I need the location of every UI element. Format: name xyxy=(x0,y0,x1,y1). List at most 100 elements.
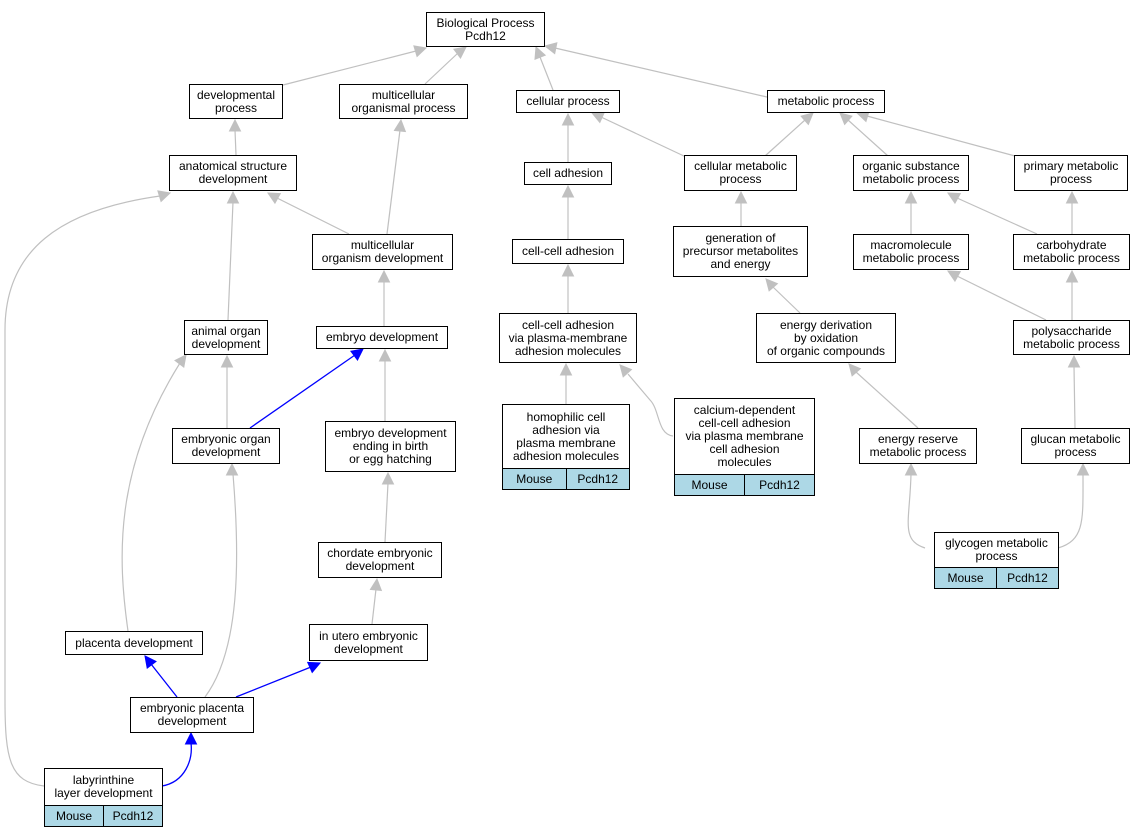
edge-arrowhead xyxy=(1065,190,1079,204)
edge-arrowhead xyxy=(220,354,234,368)
node-cellular-metabolic-process[interactable]: cellular metabolic process xyxy=(684,155,797,191)
node-polysaccharide-metabolic-process[interactable]: polysaccharide metabolic process xyxy=(1013,320,1130,355)
annotation-gene: Pcdh12 xyxy=(996,568,1058,588)
node-label: placenta development xyxy=(75,635,193,650)
edge-line xyxy=(866,115,1016,157)
edge-arrowhead xyxy=(947,270,962,283)
node-multicellular-organism-development[interactable]: multicellular organism development xyxy=(312,234,453,270)
edge-line xyxy=(150,663,178,698)
node-multicellular-organismal-process[interactable]: multicellular organismal process xyxy=(339,84,468,119)
edge-arrowhead xyxy=(381,471,395,485)
edge-arrowhead xyxy=(765,278,779,292)
edge-line xyxy=(249,354,356,429)
annotation-row: Mouse Pcdh12 xyxy=(45,805,162,826)
node-label: energy reserve metabolic process xyxy=(869,432,967,459)
node-label: primary metabolic process xyxy=(1023,159,1119,186)
edge-line xyxy=(121,362,181,632)
edge-arrowhead xyxy=(561,263,575,277)
edge-line xyxy=(384,482,389,543)
edge-arrowhead xyxy=(228,118,242,132)
edge-arrowhead xyxy=(848,363,862,377)
node-label: organic substance metabolic process xyxy=(862,159,960,186)
node-macromolecule-metabolic-process[interactable]: macromolecule metabolic process xyxy=(853,234,969,270)
node-anatomical-structure-development[interactable]: anatomical structure development xyxy=(169,155,297,191)
edge-arrowhead xyxy=(377,269,391,283)
edge-line xyxy=(600,116,687,158)
edge-arrowhead xyxy=(226,190,240,204)
edge-line xyxy=(907,473,926,549)
node-biological-process[interactable]: Biological Process Pcdh12 xyxy=(426,12,545,47)
edge-line xyxy=(847,119,889,157)
edge-line xyxy=(855,371,919,429)
node-organic-substance-metabolic-process[interactable]: organic substance metabolic process xyxy=(853,155,969,191)
edge-arrowhead xyxy=(174,354,187,368)
node-embryo-development-birth[interactable]: embryo development ending in birth or eg… xyxy=(325,421,456,472)
node-label: polysaccharide metabolic process xyxy=(1023,323,1120,351)
edge-arrowhead xyxy=(144,655,157,669)
node-label: animal organ development xyxy=(191,323,261,351)
edge-arrowhead xyxy=(619,364,633,378)
edge-line xyxy=(956,197,1038,235)
edge-arrowhead xyxy=(734,190,748,204)
node-label: embryo development xyxy=(325,330,439,344)
edge-line xyxy=(4,195,161,787)
node-embryonic-placenta-development[interactable]: embryonic placenta development xyxy=(130,697,254,733)
edge-line xyxy=(764,119,806,157)
node-glucan-metabolic-process[interactable]: glucan metabolic process xyxy=(1021,428,1130,464)
edge-line xyxy=(424,52,459,85)
node-label: cellular metabolic process xyxy=(694,159,787,186)
node-label: labyrinthine layer development xyxy=(54,773,153,800)
node-label: cell-cell adhesion xyxy=(521,244,615,258)
node-chordate-embryonic-development[interactable]: chordate embryonic development xyxy=(318,542,442,578)
node-cellular-process[interactable]: cellular process xyxy=(516,90,620,113)
node-label: developmental process xyxy=(196,87,276,115)
node-cell-cell-adhesion[interactable]: cell-cell adhesion xyxy=(512,239,624,264)
node-label: carbohydrate metabolic process xyxy=(1023,238,1120,265)
node-label: calcium-dependent cell-cell adhesion via… xyxy=(685,403,804,469)
node-embryo-development[interactable]: embryo development xyxy=(316,326,448,349)
node-homophilic-cell-adhesion[interactable]: homophilic cell adhesion via plasma memb… xyxy=(502,404,630,490)
node-animal-organ-development[interactable]: animal organ development xyxy=(184,320,268,355)
edge-arrowhead xyxy=(1076,462,1090,476)
edge-line xyxy=(627,373,674,437)
edge-line xyxy=(161,742,192,787)
node-metabolic-process[interactable]: metabolic process xyxy=(767,90,885,113)
annotation-gene: Pcdh12 xyxy=(103,806,162,826)
node-primary-metabolic-process[interactable]: primary metabolic process xyxy=(1014,155,1128,191)
node-label: energy derivation by oxidation of organi… xyxy=(766,317,886,358)
node-cell-cell-adhesion-plasma-membrane[interactable]: cell-cell adhesion via plasma-membrane a… xyxy=(499,313,637,363)
node-calcium-dependent-adhesion[interactable]: calcium-dependent cell-cell adhesion via… xyxy=(674,398,815,496)
edge-line xyxy=(282,50,417,86)
node-label: homophilic cell adhesion via plasma memb… xyxy=(512,409,620,463)
node-energy-reserve-metabolic-process[interactable]: energy reserve metabolic process xyxy=(859,428,977,464)
node-label: embryonic organ development xyxy=(181,432,271,459)
node-placenta-development[interactable]: placenta development xyxy=(65,631,203,655)
node-cell-adhesion[interactable]: cell adhesion xyxy=(524,162,612,185)
edge-line xyxy=(235,666,312,698)
node-carbohydrate-metabolic-process[interactable]: carbohydrate metabolic process xyxy=(1013,234,1130,270)
edge-line xyxy=(1073,365,1076,429)
edge-arrowhead xyxy=(453,46,467,59)
node-generation-of-precursor-metabolites[interactable]: generation of precursor metabolites and … xyxy=(673,226,808,277)
edge-arrowhead xyxy=(543,42,558,55)
node-energy-derivation-by-oxidation[interactable]: energy derivation by oxidation of organi… xyxy=(756,313,896,363)
node-embryonic-organ-development[interactable]: embryonic organ development xyxy=(172,428,280,464)
node-developmental-process[interactable]: developmental process xyxy=(189,84,283,119)
edge-line xyxy=(772,286,801,314)
annotation-species: Mouse xyxy=(55,808,93,823)
edge-arrowhead xyxy=(904,190,918,204)
edge-arrowhead xyxy=(590,111,606,124)
node-label: Biological Process Pcdh12 xyxy=(436,15,535,43)
node-label: multicellular organism development xyxy=(321,238,444,265)
edge-arrowhead xyxy=(393,118,407,133)
node-label: cell adhesion xyxy=(532,166,604,180)
node-in-utero-embryonic-development[interactable]: in utero embryonic development xyxy=(309,624,428,661)
node-label: cellular process xyxy=(526,94,610,108)
edge-arrowhead xyxy=(184,731,198,745)
annotation-species: Mouse xyxy=(516,471,553,486)
